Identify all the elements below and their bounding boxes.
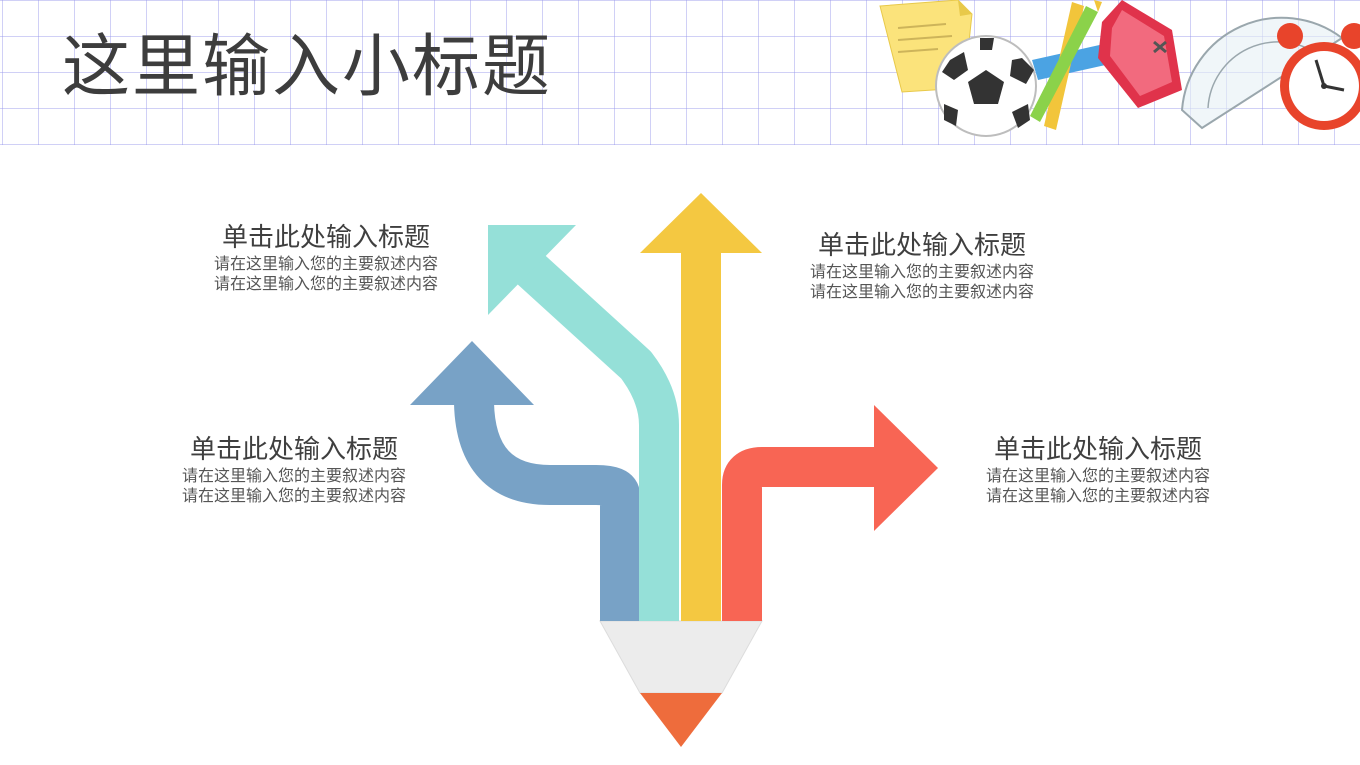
block-description-line[interactable]: 请在这里输入您的主要叙述内容 — [985, 466, 1210, 485]
block-description-line[interactable]: 请在这里输入您的主要叙述内容 — [213, 254, 438, 273]
block-title[interactable]: 单击此处输入标题 — [993, 435, 1202, 465]
text-block-middle-right: 单击此处输入标题 请在这里输入您的主要叙述内容 请在这里输入您的主要叙述内容 — [958, 434, 1238, 506]
block-title[interactable]: 单击此处输入标题 — [221, 223, 430, 253]
pencil-arrows-diagram — [410, 193, 938, 747]
page-title: 这里输入小标题 — [62, 28, 553, 107]
block-description-line[interactable]: 请在这里输入您的主要叙述内容 — [181, 466, 406, 485]
pencil-icon — [1030, 0, 1102, 130]
text-block-top-right: 单击此处输入标题 请在这里输入您的主要叙述内容 请在这里输入您的主要叙述内容 — [782, 230, 1062, 302]
yellow-arrow — [640, 193, 762, 621]
block-description-line[interactable]: 请在这里输入您的主要叙述内容 — [985, 486, 1210, 505]
soccer-ball-icon — [935, 35, 1037, 137]
text-block-top-left: 单击此处输入标题 请在这里输入您的主要叙述内容 请在这里输入您的主要叙述内容 — [186, 222, 466, 294]
protractor-icon — [1180, 16, 1344, 130]
pencil-sharpener-icon — [1098, 0, 1182, 108]
school-supplies-decoration — [879, 0, 1360, 137]
block-description-line[interactable]: 请在这里输入您的主要叙述内容 — [181, 486, 406, 505]
block-title[interactable]: 单击此处输入标题 — [189, 435, 398, 465]
text-block-middle-left: 单击此处输入标题 请在这里输入您的主要叙述内容 请在这里输入您的主要叙述内容 — [154, 434, 434, 506]
blue-arrow — [410, 341, 640, 621]
pencil-tip-icon — [640, 693, 722, 747]
block-description-line[interactable]: 请在这里输入您的主要叙述内容 — [213, 274, 438, 293]
block-description-line[interactable]: 请在这里输入您的主要叙述内容 — [809, 262, 1034, 281]
red-arrow — [722, 405, 938, 621]
pencil-wood-icon — [599, 620, 763, 694]
teal-arrow — [488, 225, 679, 621]
block-title[interactable]: 单击此处输入标题 — [817, 231, 1026, 261]
block-description-line[interactable]: 请在这里输入您的主要叙述内容 — [809, 282, 1034, 301]
alarm-clock-icon — [1277, 23, 1360, 130]
